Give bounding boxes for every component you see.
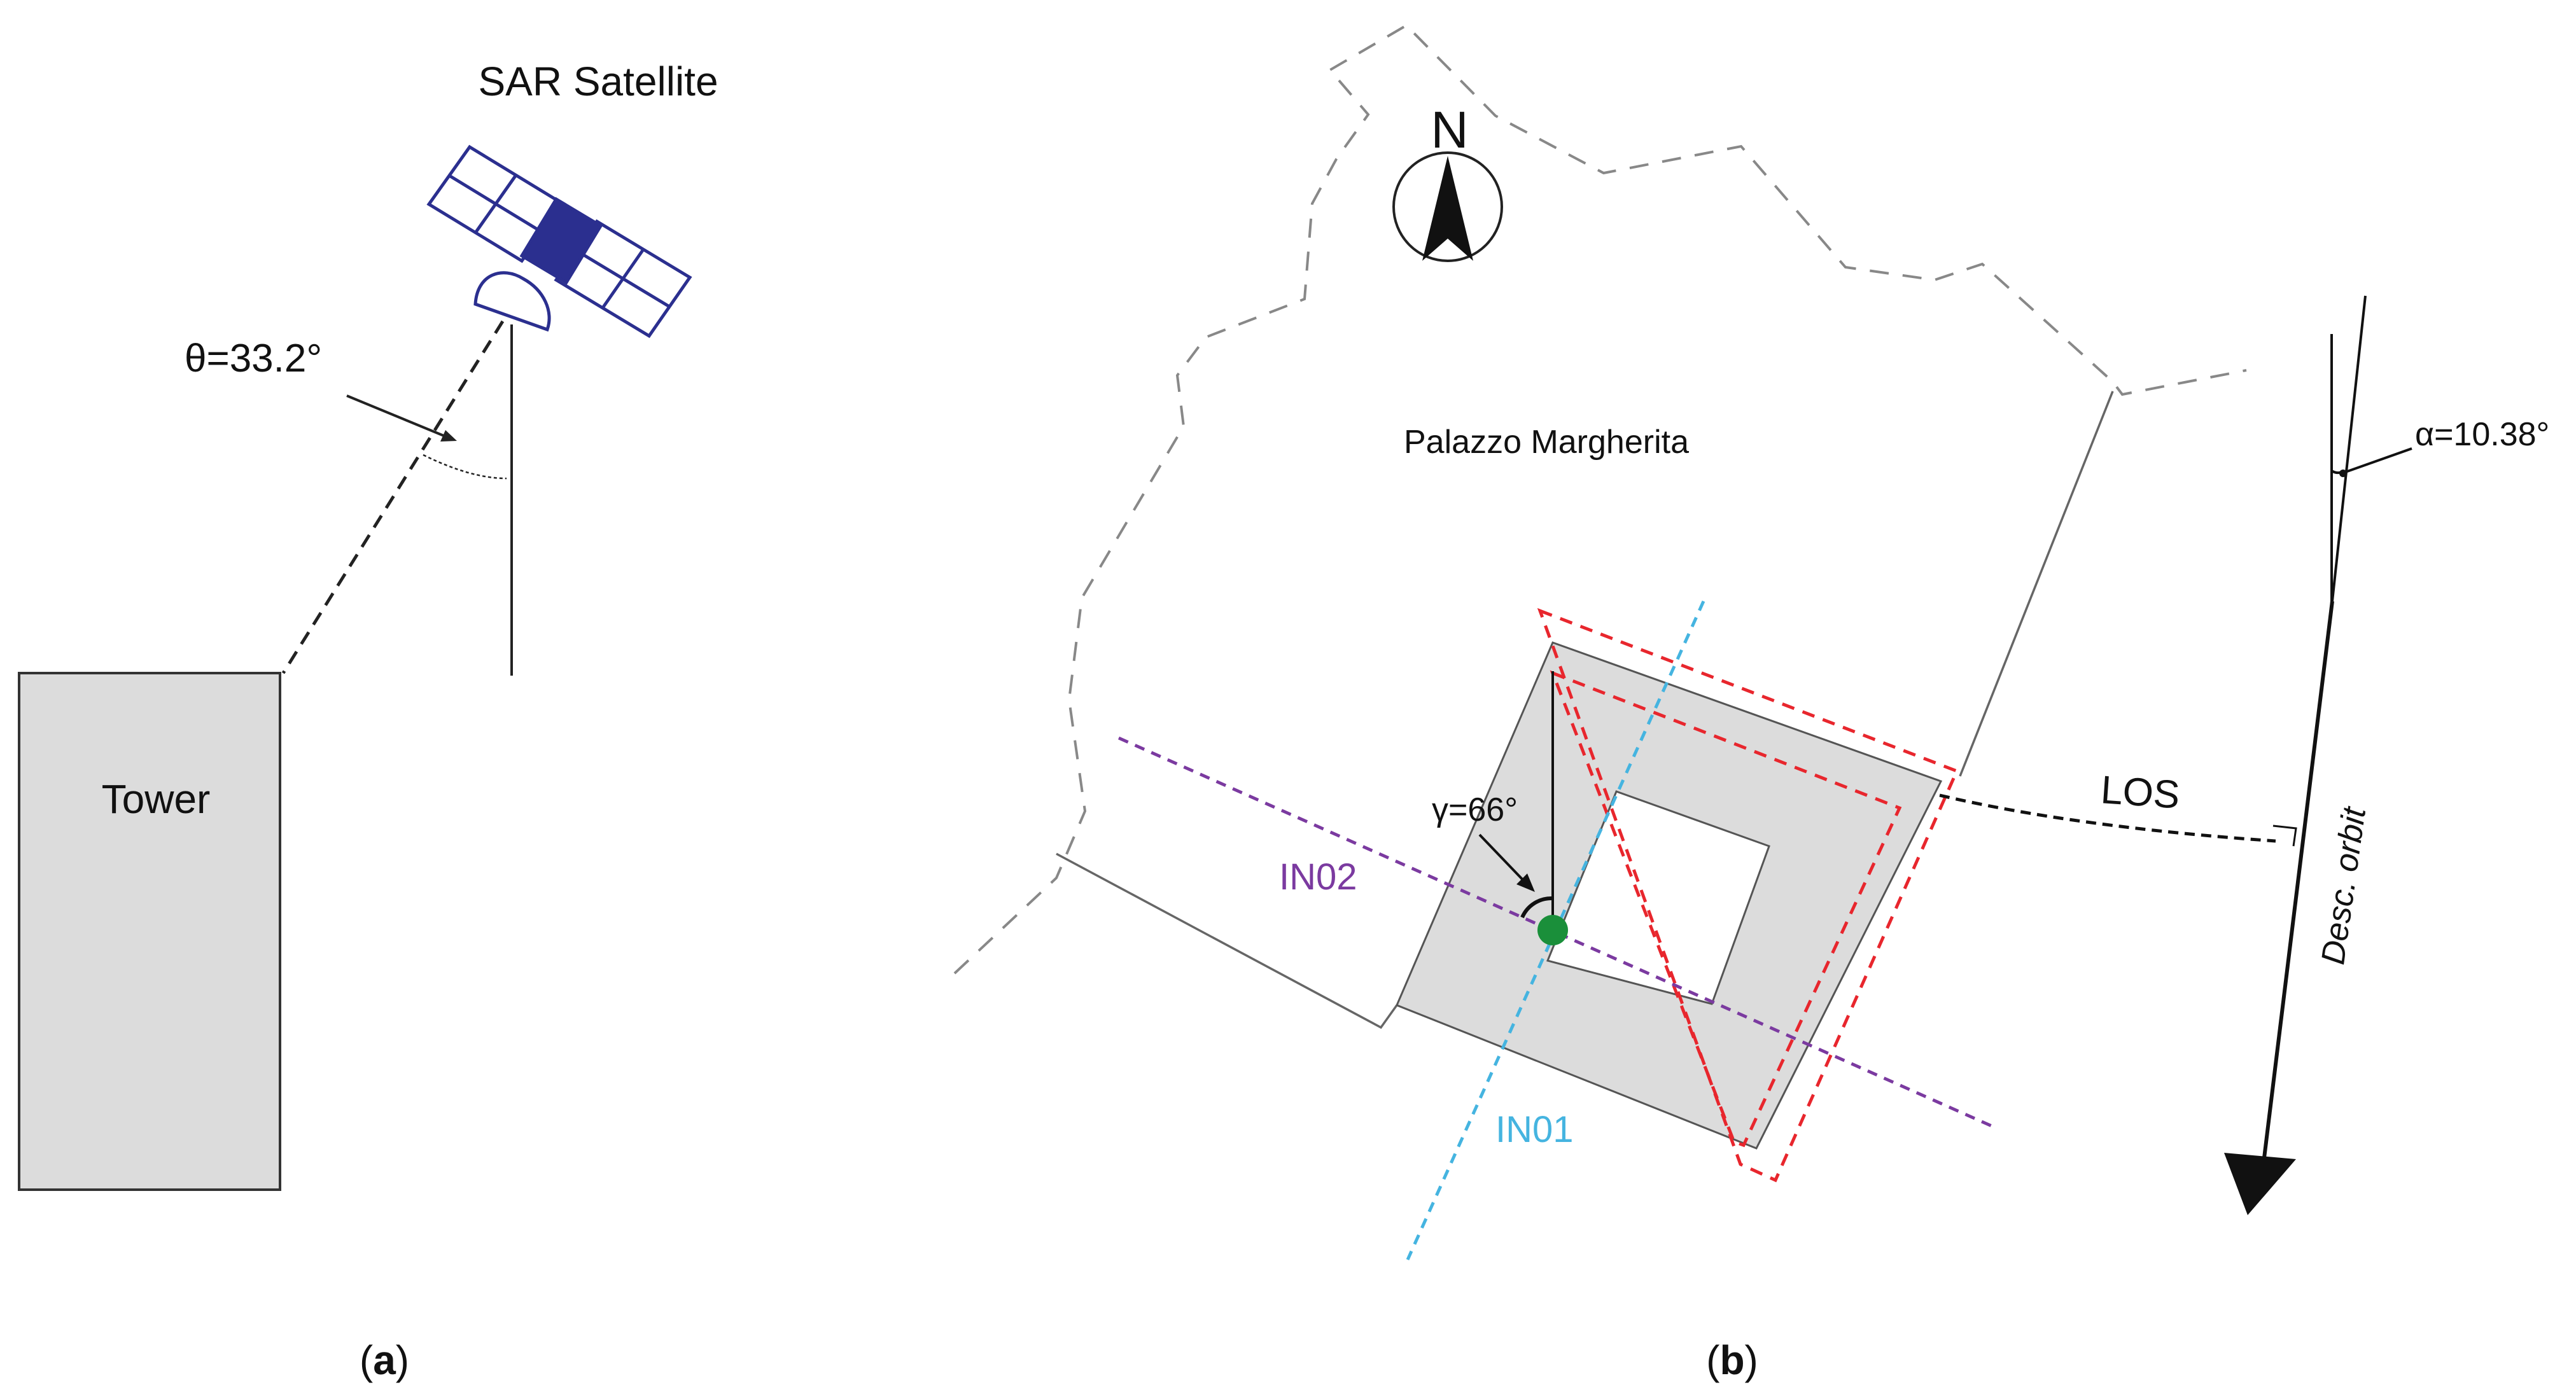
block-boundary-dashed bbox=[953, 24, 2247, 975]
palazzo-building bbox=[1396, 641, 1943, 1150]
in01-label: IN01 bbox=[1495, 1109, 1574, 1150]
angle-leader bbox=[346, 394, 446, 438]
angle-leader-arrowhead bbox=[440, 430, 457, 442]
los-line bbox=[1939, 793, 2276, 843]
solar-panel-left bbox=[426, 144, 565, 263]
tower-label: Tower bbox=[102, 776, 211, 822]
block-outline-solid-right bbox=[1959, 391, 2114, 777]
satellite-body bbox=[519, 197, 603, 285]
building-label: Palazzo Margherita bbox=[1404, 424, 1689, 461]
caption-b: (b) bbox=[1706, 1337, 1758, 1383]
caption-a: (a) bbox=[360, 1337, 409, 1383]
satellite-label: SAR Satellite bbox=[478, 59, 718, 104]
los-label: LOS bbox=[2099, 768, 2181, 817]
caption-b-letter: b bbox=[1719, 1337, 1744, 1383]
alpha-leader bbox=[2341, 447, 2412, 475]
panel-a: Tower SAR Satellite θ=33.2° (a) bbox=[18, 59, 718, 1383]
in02-label: IN02 bbox=[1279, 856, 1357, 898]
gamma-arc bbox=[1520, 896, 1553, 919]
right-angle-marker bbox=[2272, 825, 2297, 847]
tower-block bbox=[18, 672, 281, 1191]
angle-arc bbox=[423, 454, 507, 480]
orbit-label: Desc. orbit bbox=[2314, 804, 2373, 967]
block-outline-solid-left bbox=[1056, 853, 1398, 1029]
gamma-leader-arrowhead bbox=[1516, 873, 1535, 892]
red-frame-outer bbox=[1537, 608, 1959, 1183]
caption-a-letter: a bbox=[373, 1337, 396, 1383]
satellite-icon bbox=[426, 144, 692, 338]
gamma-label: γ=66° bbox=[1432, 791, 1518, 828]
angle-theta-label: θ=33.2° bbox=[185, 337, 322, 380]
north-arrow-icon: N bbox=[1392, 101, 1503, 262]
look-line bbox=[281, 320, 505, 674]
desc-orbit-arrowhead bbox=[2224, 1153, 2296, 1215]
antenna-dish bbox=[473, 271, 551, 332]
panel-b: N Palazzo Margherita γ=66° IN02 IN01 LOS… bbox=[953, 24, 2549, 1383]
alpha-leader-dot bbox=[2339, 470, 2347, 477]
measurement-point bbox=[1537, 915, 1568, 945]
north-label: N bbox=[1431, 101, 1468, 159]
alpha-label: α=10.38° bbox=[2415, 416, 2549, 453]
gamma-leader bbox=[1478, 833, 1525, 882]
orbit-top-segment bbox=[2331, 295, 2367, 602]
desc-orbit-line bbox=[2262, 601, 2334, 1159]
